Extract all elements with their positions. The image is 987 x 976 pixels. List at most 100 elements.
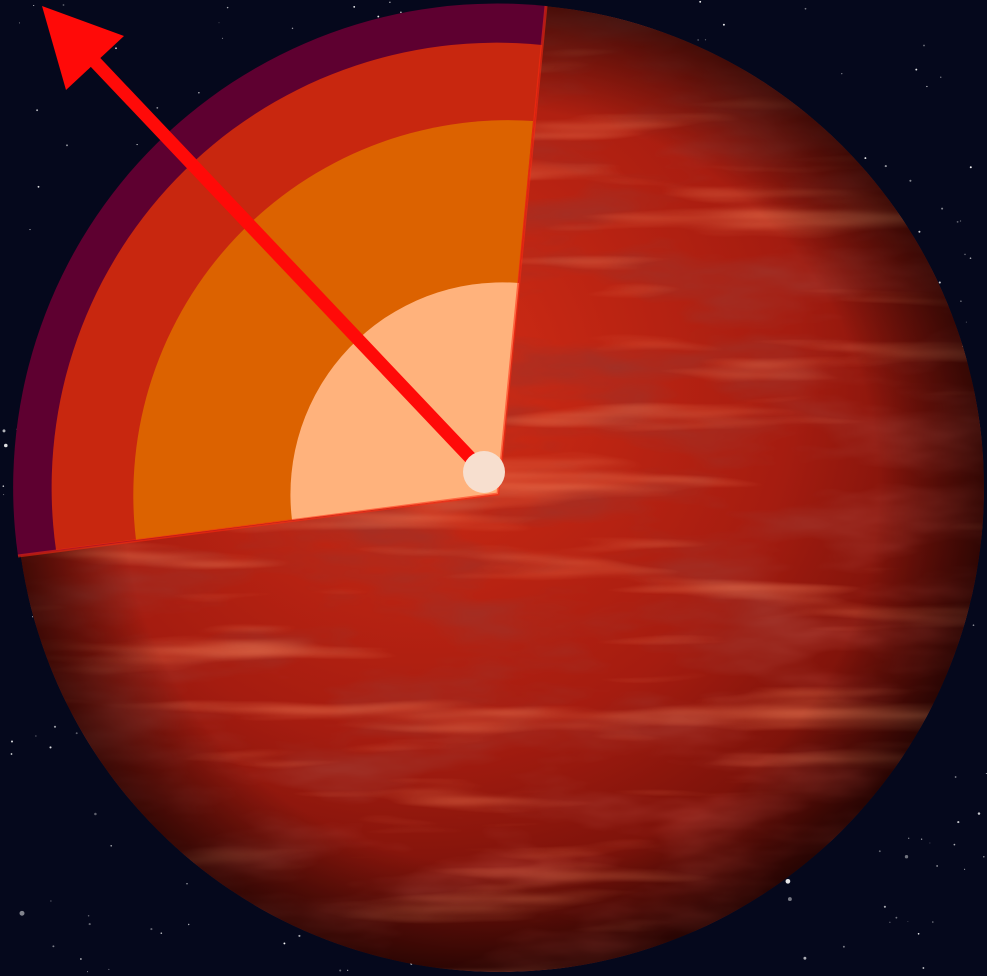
star (964, 253, 966, 256)
star (918, 230, 921, 233)
star (18, 22, 20, 24)
center-dot-icon (463, 451, 505, 493)
star (186, 883, 188, 885)
star (187, 923, 190, 926)
star (917, 932, 920, 935)
star (922, 967, 925, 969)
star (353, 5, 356, 8)
star (339, 969, 342, 972)
star (920, 838, 923, 840)
star (19, 910, 25, 916)
star (842, 945, 845, 948)
star (3, 494, 5, 496)
star (895, 916, 898, 919)
star (4, 443, 8, 448)
star (283, 942, 286, 945)
star (110, 844, 113, 847)
star (33, 4, 35, 7)
star (347, 969, 349, 971)
star (377, 15, 380, 18)
star (908, 837, 910, 839)
core-layer (290, 282, 519, 520)
star (972, 624, 975, 627)
star (221, 37, 224, 39)
star (29, 229, 31, 231)
star (878, 850, 881, 853)
star (291, 27, 294, 30)
star (884, 165, 887, 168)
star (62, 4, 65, 6)
star (938, 281, 941, 284)
star (35, 735, 37, 737)
star (787, 897, 792, 902)
star (954, 776, 957, 778)
star (957, 821, 960, 824)
star (108, 968, 110, 970)
star (50, 900, 52, 902)
star (198, 92, 200, 94)
star (883, 905, 886, 908)
star (864, 157, 867, 160)
star (956, 220, 959, 223)
star (977, 812, 981, 815)
star (36, 109, 39, 112)
star (389, 1, 391, 3)
star (87, 971, 89, 973)
star (75, 732, 78, 735)
star (969, 257, 972, 259)
star (160, 932, 163, 934)
star (31, 616, 34, 618)
star (53, 725, 57, 728)
star (722, 23, 725, 26)
star (953, 843, 956, 846)
star (400, 11, 402, 14)
star (804, 7, 807, 10)
star (929, 842, 931, 844)
star (803, 956, 807, 960)
star (10, 740, 14, 743)
star (941, 207, 944, 210)
star (88, 923, 91, 926)
star (983, 856, 985, 858)
star (964, 868, 966, 870)
star (49, 746, 52, 749)
star (923, 44, 925, 47)
star (52, 945, 55, 948)
star (960, 300, 962, 303)
star (87, 914, 90, 917)
star (940, 76, 942, 78)
star (226, 6, 229, 9)
star (909, 179, 912, 182)
star (785, 878, 791, 884)
star (10, 753, 13, 755)
cut-edge (17, 5, 548, 558)
star (704, 39, 707, 41)
star (115, 47, 117, 50)
star (37, 185, 40, 188)
star (969, 166, 972, 169)
star (936, 865, 938, 867)
cutaway-wedge (13, 3, 548, 558)
star (94, 812, 97, 816)
star (697, 39, 699, 41)
star (959, 220, 962, 222)
star (841, 73, 843, 75)
star (298, 934, 301, 937)
star (889, 921, 891, 923)
star (150, 928, 153, 931)
star (926, 85, 928, 88)
star (2, 485, 5, 487)
star (904, 855, 909, 859)
star (907, 921, 909, 923)
star (915, 68, 918, 71)
star (156, 106, 159, 109)
star (965, 321, 967, 323)
star (699, 0, 702, 3)
star (218, 22, 220, 24)
star (136, 144, 138, 146)
star (80, 958, 82, 960)
radius-arrow-icon (42, 6, 487, 475)
star (932, 921, 934, 923)
star (66, 144, 68, 147)
